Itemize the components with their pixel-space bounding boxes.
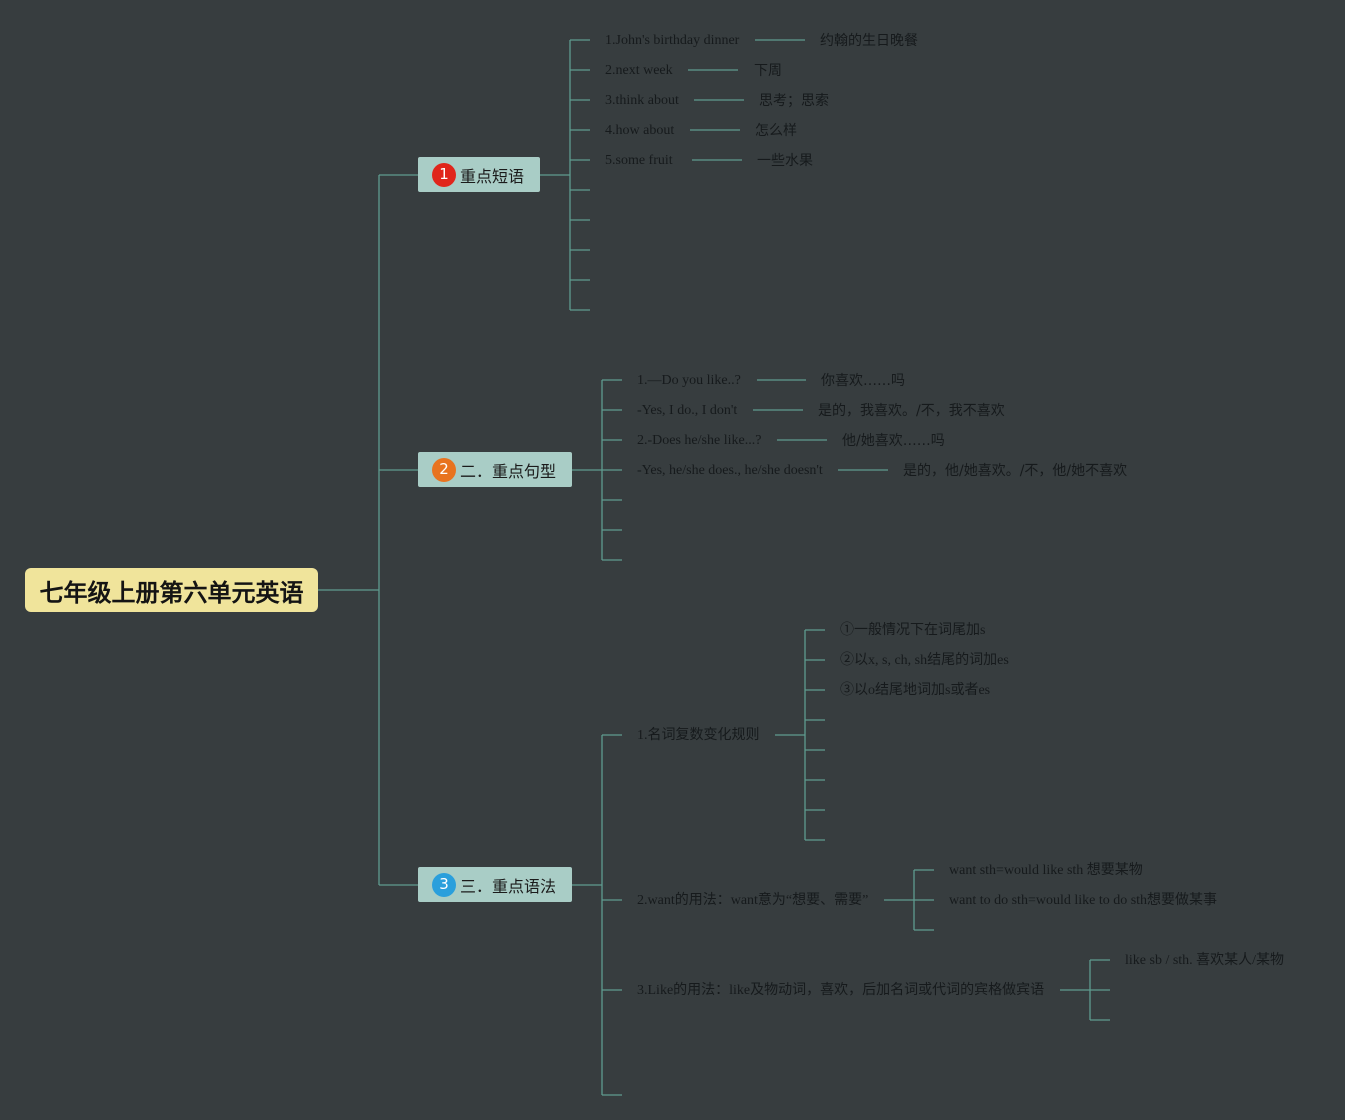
branch-key-sentences[interactable]: 2 二．重点句型 (418, 452, 572, 487)
phrase-item-zh[interactable]: 怎么样 (755, 123, 797, 139)
phrase-item-zh[interactable]: 下周 (754, 63, 782, 79)
phrase-item-en[interactable]: 2.next week (605, 63, 673, 78)
phrase-item-zh[interactable]: 一些水果 (757, 153, 813, 169)
phrase-item-en[interactable]: 3.think about (605, 93, 679, 108)
grammar-rule[interactable]: ③以o结尾地词加s或者es (840, 683, 991, 698)
phrase-item-en[interactable]: 5.some fruit (605, 153, 673, 168)
phrase-item-zh[interactable]: 约翰的生日晚餐 (820, 33, 918, 49)
grammar-rule[interactable]: ①一般情况下在词尾加s (840, 623, 986, 638)
grammar-rule[interactable]: want to do sth=would like to do sth想要做某事 (949, 893, 1218, 908)
phrase-item-zh[interactable]: 思考；思索 (759, 93, 829, 109)
branch-key-grammar[interactable]: 3 三．重点语法 (418, 867, 572, 902)
phrase-item-en[interactable]: 1.John's birthday dinner (605, 33, 740, 48)
branch-title: 二．重点句型 (460, 461, 557, 481)
sentence-item-zh[interactable]: 是的，他/她喜欢。/不，他/她不喜欢 (903, 463, 1128, 479)
sentence-item-en[interactable]: 1.—Do you like..? (637, 373, 741, 388)
grammar-rule[interactable]: ②以x, s, ch, sh结尾的词加es (840, 653, 1009, 668)
root-title: 七年级上册第六单元英语 (39, 578, 304, 607)
branch-title: 三．重点语法 (460, 876, 557, 896)
grammar-topic-like[interactable]: 3.Like的用法：like及物动词，喜欢，后加名词或代词的宾格做宾语 (637, 983, 1045, 998)
number-1-badge-icon: 1 (432, 162, 456, 187)
sentence-item-en[interactable]: 2.-Does he/she like...? (637, 433, 762, 448)
sentence-item-en[interactable]: -Yes, I do., I don't (637, 403, 738, 418)
grammar-rule[interactable]: like sb / sth. 喜欢某人/某物 (1125, 953, 1285, 968)
number-2-badge-icon: 2 (432, 457, 456, 482)
grammar-topic-plural[interactable]: 1.名词复数变化规则 (637, 728, 760, 743)
grammar-topic-want[interactable]: 2.want的用法：want意为“想要、需要” (637, 893, 869, 908)
branch-title: 重点短语 (460, 166, 525, 186)
root-topic[interactable]: 七年级上册第六单元英语 (25, 568, 318, 612)
phrase-item-en[interactable]: 4.how about (605, 123, 675, 138)
sentence-item-zh[interactable]: 是的，我喜欢。/不，我不喜欢 (818, 403, 1005, 419)
branch-key-phrases[interactable]: 1 重点短语 (418, 157, 540, 192)
sentence-item-zh[interactable]: 他/她喜欢……吗 (842, 433, 945, 449)
number-3-badge-icon: 3 (432, 872, 456, 897)
sentence-item-zh[interactable]: 你喜欢……吗 (821, 373, 905, 389)
sentence-item-en[interactable]: -Yes, he/she does., he/she doesn't (637, 463, 823, 478)
grammar-rule[interactable]: want sth=would like sth 想要某物 (949, 863, 1143, 878)
